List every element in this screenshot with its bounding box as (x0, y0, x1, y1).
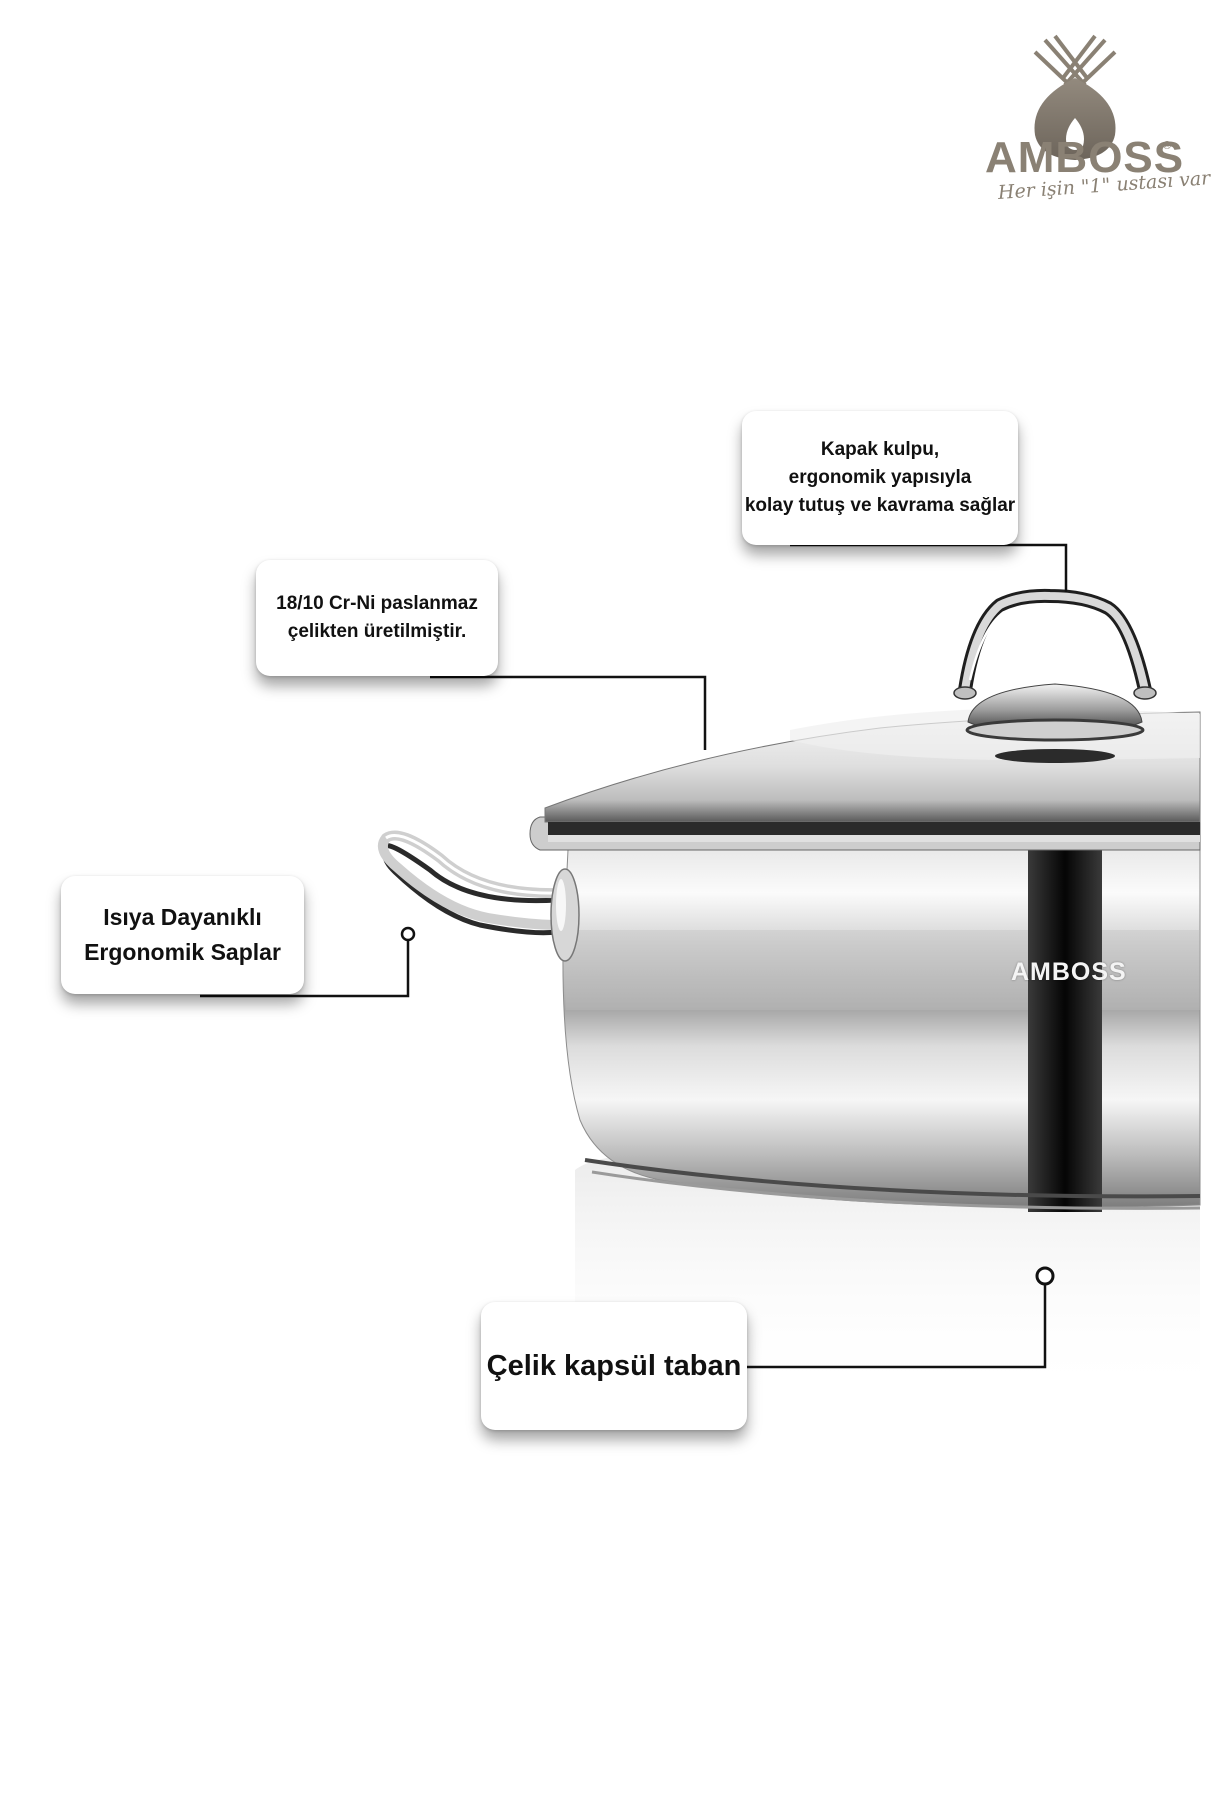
pot-body (562, 849, 1201, 1212)
leader-line-material (430, 675, 707, 750)
leader-lines (200, 543, 1068, 1369)
leader-line-lid-handle (790, 543, 1068, 592)
callout-line: Isıya Dayanıklı (103, 904, 262, 930)
pot-brand-mark: AMBOSS (1011, 958, 1127, 986)
callout-line: ergonomik yapısıyla (788, 467, 972, 488)
registered-mark: ® (1163, 140, 1172, 152)
callout-base: Çelik kapsül taban (481, 1302, 747, 1430)
pointer-dot-icon (400, 926, 416, 942)
callout-lid-handle: Kapak kulpu, ergonomik yapısıyla kolay t… (742, 411, 1018, 545)
callout-side-handles: Isıya Dayanıklı Ergonomik Saplar (61, 876, 304, 994)
leader-line-base (747, 1284, 1047, 1369)
callout-line: 18/10 Cr-Ni paslanmaz (276, 593, 478, 614)
callout-line: Kapak kulpu, (820, 439, 940, 460)
callout-line: Çelik kapsül taban (486, 1350, 742, 1382)
callout-line: kolay tutuş ve kavrama sağlar (744, 495, 1016, 516)
lid-knob (953, 588, 1157, 763)
brand-name: AMBOSS (985, 133, 1185, 182)
callout-material: 18/10 Cr-Ni paslanmaz çelikten üretilmiş… (256, 560, 498, 676)
callout-line: çelikten üretilmiştir. (287, 621, 467, 642)
callout-line: Ergonomik Saplar (84, 939, 281, 965)
side-handle (378, 830, 580, 962)
pointer-dot-icon (1035, 1266, 1055, 1286)
leader-line-side-handles (200, 941, 410, 998)
pineapple-shaped-logo-icon (1033, 34, 1117, 160)
